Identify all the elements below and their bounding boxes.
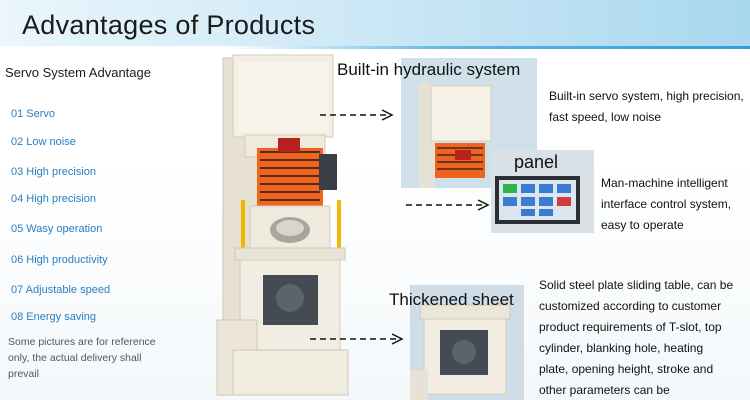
arrow-panel-icon <box>406 199 490 211</box>
control-panel-photo <box>491 150 594 233</box>
hydraulic-press-image <box>216 54 349 396</box>
advantage-item: 05 Wasy operation <box>11 223 103 235</box>
advantage-item: 08 Energy saving <box>11 311 96 323</box>
hydraulic-description: Built-in servo system, high precision, f… <box>549 86 744 128</box>
advantage-item: 01 Servo <box>11 108 56 120</box>
page-title: Advantages of Products <box>22 10 316 40</box>
sheet-description-line: plate, opening height, stroke and <box>539 362 714 376</box>
panel-description-line: easy to operate <box>601 218 684 232</box>
advantage-item: 06 High productivity <box>11 254 108 266</box>
sheet-title: Thickened sheet <box>389 290 514 309</box>
servo-advantage-heading: Servo System Advantage <box>5 65 151 80</box>
thickened-sheet-photo <box>410 285 524 400</box>
sheet-description-line: Solid steel plate sliding table, can be <box>539 278 734 292</box>
sheet-description-line: other parameters can be <box>539 383 670 397</box>
hydraulic-title: Built-in hydraulic system <box>337 60 521 79</box>
advantage-item: 04 High precision <box>11 193 96 205</box>
header-band <box>0 0 750 48</box>
sheet-description: Solid steel plate sliding table, can be … <box>539 275 733 400</box>
panel-description-line: interface control system, <box>601 197 732 211</box>
header-divider <box>0 46 750 49</box>
reference-note: Some pictures are for reference only, th… <box>8 336 156 380</box>
sheet-description-line: customized according to customer <box>539 299 722 313</box>
sheet-description-line: cylinder, blanking hole, heating <box>539 341 704 355</box>
sheet-description-line: product requirements of T-slot, top <box>539 320 722 334</box>
arrow-hydraulic-icon <box>320 109 394 121</box>
advantage-item: 02 Low noise <box>11 136 76 148</box>
panel-title: panel <box>514 152 559 172</box>
panel-description: Man-machine intelligent interface contro… <box>601 173 731 236</box>
hydraulic-description-line: fast speed, low noise <box>549 110 662 124</box>
advantage-item: 03 High precision <box>11 166 96 178</box>
arrow-sheet-icon <box>310 333 404 345</box>
hydraulic-description-line: Built-in servo system, high precision, <box>549 89 744 103</box>
panel-description-line: Man-machine intelligent <box>601 176 728 190</box>
advantage-item: 07 Adjustable speed <box>11 284 111 296</box>
